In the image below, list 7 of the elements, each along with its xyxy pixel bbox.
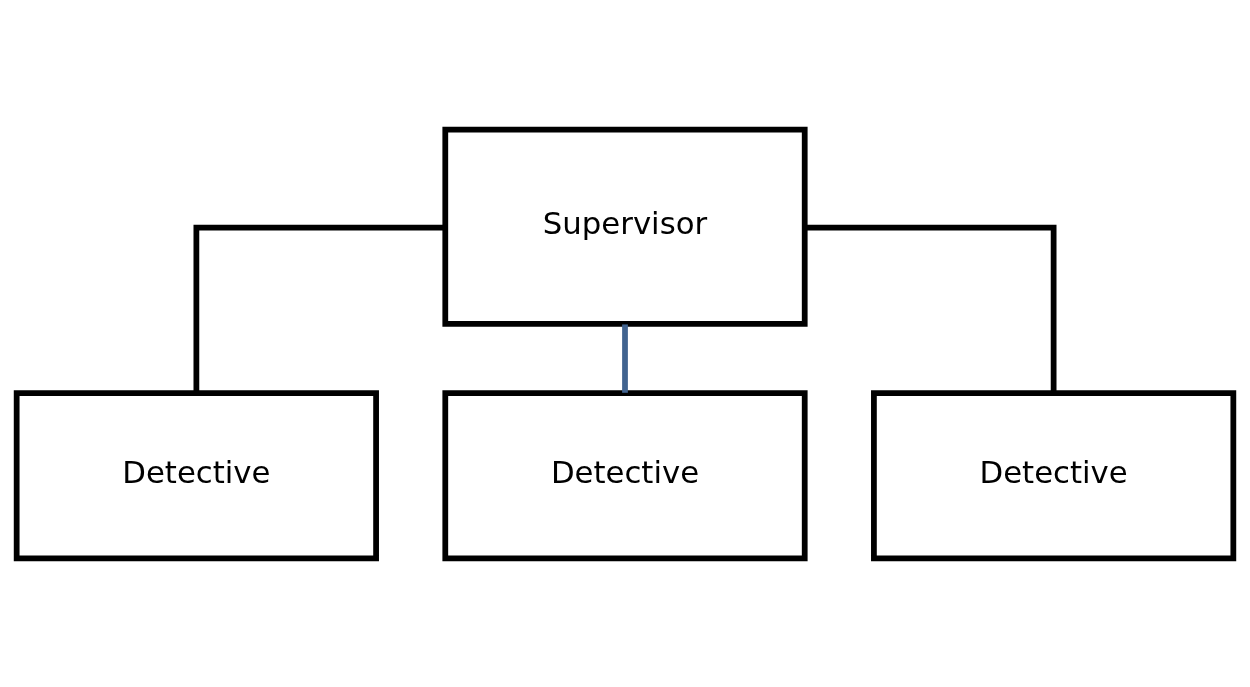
node-box: Detective <box>442 389 808 561</box>
connector <box>804 224 1057 392</box>
connector <box>193 224 446 392</box>
node-box: Detective <box>13 389 379 561</box>
connector <box>622 323 628 393</box>
node-box: Detective <box>871 389 1237 561</box>
node-box: Supervisor <box>442 126 808 327</box>
